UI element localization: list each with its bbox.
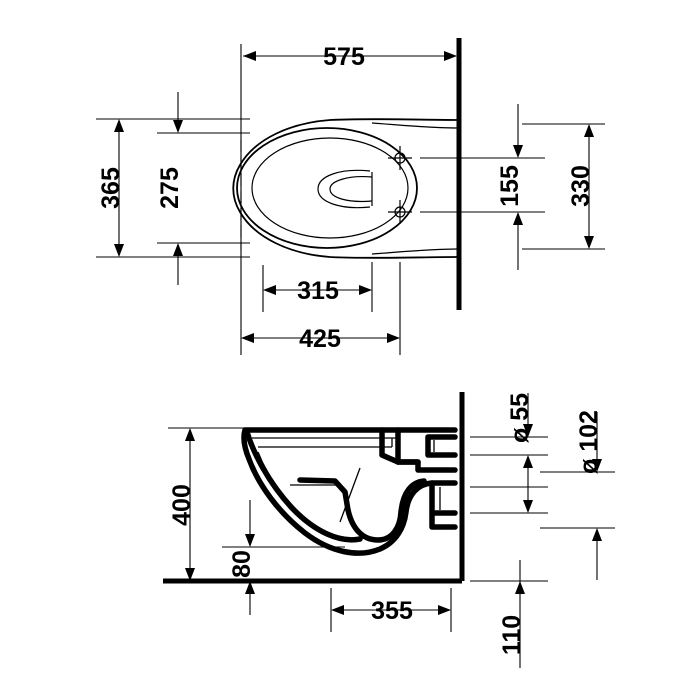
bowl-surface-line	[257, 451, 319, 529]
dimension-330: 330	[522, 123, 605, 250]
toilet-outer-outline-plan	[232, 118, 458, 259]
toilet-body-section-outline	[241, 427, 458, 556]
dimension-diameter-102-label: ø 102	[575, 410, 603, 474]
toilet-taper-bottom	[371, 248, 458, 255]
dimension-diameter-55: ø 55	[470, 393, 548, 514]
flush-rim-detail-inner	[329, 176, 373, 203]
dimension-330-label: 330	[567, 165, 595, 207]
bowl-rim-outline	[236, 127, 418, 249]
dimension-275-label: 275	[156, 167, 184, 209]
dimension-110: 110	[470, 560, 548, 668]
bowl-inner-wall-section	[244, 429, 363, 543]
trapway-section	[345, 478, 427, 543]
dimension-575: 575	[240, 43, 457, 132]
dimension-400: 400	[168, 427, 248, 581]
dimension-365: 365	[96, 118, 250, 258]
dimension-425: 425	[240, 132, 401, 355]
trapway-inner-line	[339, 467, 361, 523]
fixing-hole-lower	[388, 200, 412, 224]
dimension-355: 355	[330, 588, 452, 632]
dimension-355-label: 355	[371, 597, 413, 625]
dimension-365-label: 365	[97, 167, 125, 209]
dimension-400-label: 400	[168, 484, 196, 526]
dimension-80: 80	[222, 500, 345, 615]
side-section-view: 400 80 355 110	[163, 392, 615, 668]
dimension-425-label: 425	[299, 325, 341, 353]
dimension-315-label: 315	[297, 277, 339, 305]
toilet-taper-top	[371, 122, 458, 129]
dimension-575-label: 575	[323, 43, 365, 71]
dimension-diameter-102: ø 102	[540, 410, 615, 580]
top-view: 575 365 275 155	[96, 38, 605, 355]
dimension-315: 315	[262, 262, 373, 312]
fixing-hole-upper	[388, 146, 412, 170]
dimension-80-label: 80	[228, 550, 256, 578]
dimension-155: 155	[470, 104, 545, 270]
water-inlet-section	[425, 434, 458, 458]
flush-chamber-wall	[379, 427, 401, 465]
dimension-155-label: 155	[496, 165, 524, 207]
dimension-110-label: 110	[498, 615, 526, 655]
flush-rim-detail-outer	[317, 169, 371, 209]
dimension-diameter-55-label: ø 55	[506, 393, 534, 443]
bowl-inner-outline	[251, 137, 409, 239]
dimension-275: 275	[156, 92, 250, 285]
waste-outlet-section	[429, 480, 458, 530]
